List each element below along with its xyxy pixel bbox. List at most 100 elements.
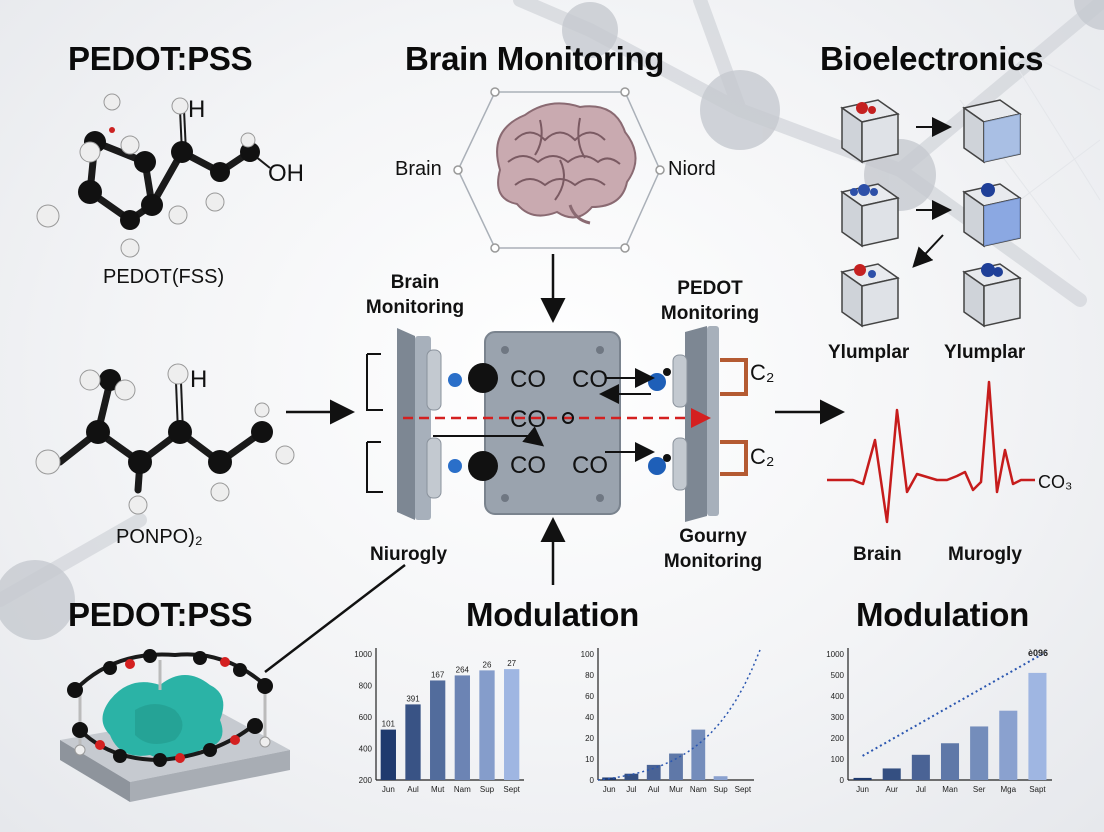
cube-bottom-left bbox=[841, 263, 899, 327]
y-tick-label: 100 bbox=[831, 755, 845, 764]
cube-mid-left bbox=[841, 183, 899, 247]
device-diagram bbox=[366, 326, 748, 522]
x-tick-label: Ser bbox=[973, 785, 986, 794]
trend-line bbox=[862, 651, 1047, 757]
signal-label-left: Brain bbox=[853, 544, 902, 565]
y-tick-label: 60 bbox=[585, 692, 594, 701]
connector-line-structure bbox=[264, 564, 406, 673]
x-tick-label: Aul bbox=[648, 785, 660, 794]
molecule-top-oh-label: OH bbox=[268, 160, 304, 187]
x-tick-label: Man bbox=[942, 785, 958, 794]
x-tick-label: Jun bbox=[603, 785, 616, 794]
title-brain-monitoring: Brain Monitoring bbox=[405, 40, 665, 77]
bar bbox=[882, 768, 901, 780]
y-tick-label: 800 bbox=[359, 682, 373, 691]
bar-data-label: 167 bbox=[431, 670, 445, 679]
bar bbox=[624, 773, 639, 780]
signal-co3-label: CO₃ bbox=[1038, 472, 1073, 492]
bar-data-label: 26 bbox=[483, 660, 492, 669]
bar bbox=[405, 704, 421, 780]
bar bbox=[691, 729, 706, 780]
bar bbox=[853, 777, 872, 780]
co-bottom-left: CO bbox=[510, 452, 546, 479]
y-tick-label: 1000 bbox=[354, 650, 372, 659]
brain-hexagon-frame bbox=[453, 87, 665, 253]
y-tick-label: 20 bbox=[585, 734, 594, 743]
molecule-top-caption: PEDOT(FSS) bbox=[103, 266, 225, 288]
bar bbox=[430, 680, 446, 780]
x-tick-label: Jul bbox=[916, 785, 926, 794]
device-bottom-right-label: Gourny Monitoring bbox=[648, 524, 778, 574]
co-center: CO bbox=[510, 406, 546, 433]
x-tick-label: Jun bbox=[856, 785, 869, 794]
y-tick-label: 200 bbox=[831, 734, 845, 743]
y-tick-label: 0 bbox=[590, 776, 595, 785]
device-left-label-line2: Monitoring bbox=[365, 297, 465, 318]
x-tick-label: Sept bbox=[735, 785, 752, 794]
bar bbox=[713, 776, 728, 780]
x-tick-label: Mga bbox=[1001, 785, 1017, 794]
pedot-molecule-middle bbox=[35, 363, 295, 515]
device-right-label-line1: PEDOT bbox=[677, 278, 743, 299]
x-tick-label: Sup bbox=[480, 785, 495, 794]
bar-data-label: 391 bbox=[406, 694, 420, 703]
device-bottom-right-line2: Monitoring bbox=[663, 551, 763, 572]
bar-data-label: 101 bbox=[382, 720, 396, 729]
brain-signal-waveform bbox=[827, 380, 1035, 524]
x-tick-label: Aur bbox=[885, 785, 898, 794]
brain-left-label: Brain bbox=[395, 158, 442, 180]
trend-line bbox=[597, 649, 761, 781]
device-left-label: Brain Monitoring bbox=[355, 270, 475, 320]
title-modulation-right: Modulation bbox=[856, 596, 1029, 633]
title-pedot-pss-top: PEDOT:PSS bbox=[68, 40, 253, 77]
bar-data-label: 264 bbox=[456, 665, 470, 674]
y-tick-label: 300 bbox=[831, 713, 845, 722]
bar bbox=[646, 764, 661, 780]
y-tick-label: 500 bbox=[831, 671, 845, 680]
y-tick-label: 200 bbox=[359, 776, 373, 785]
molecule-top-h-label: H bbox=[188, 96, 206, 123]
title-modulation-center: Modulation bbox=[466, 596, 639, 633]
molecule-middle-h-label: H bbox=[190, 366, 208, 393]
device-bottom-right-line1: Gourny bbox=[679, 526, 747, 547]
cube-top-right bbox=[963, 99, 1021, 163]
x-tick-label: Jul bbox=[626, 785, 636, 794]
cube-bottom-right bbox=[963, 263, 1021, 327]
x-tick-label: Jun bbox=[382, 785, 395, 794]
cube-mid-right bbox=[963, 183, 1021, 247]
x-tick-label: Mut bbox=[431, 785, 445, 794]
cube-label-right: Ylumplar bbox=[944, 342, 1026, 363]
bar bbox=[970, 726, 989, 780]
cube-label-left: Ylumplar bbox=[828, 342, 910, 363]
x-tick-label: Aul bbox=[407, 785, 419, 794]
y-tick-label: 80 bbox=[585, 671, 594, 680]
y-tick-label: 40 bbox=[585, 713, 594, 722]
bar bbox=[669, 753, 683, 780]
x-tick-label: Mur bbox=[669, 785, 683, 794]
bar bbox=[380, 729, 396, 780]
bar bbox=[504, 669, 520, 780]
y-tick-label: 600 bbox=[359, 713, 373, 722]
bar bbox=[999, 710, 1018, 780]
signal-label-right: Murogly bbox=[948, 544, 1022, 565]
device-right-label: PEDOT Monitoring bbox=[645, 276, 775, 326]
pedot-pss-3d-structure bbox=[60, 649, 290, 802]
x-tick-label: Sapt bbox=[1029, 785, 1046, 794]
bioelectronics-cubes bbox=[841, 99, 1021, 327]
bar bbox=[1028, 672, 1047, 780]
device-right-label-line2: Monitoring bbox=[660, 303, 760, 324]
bar bbox=[479, 670, 495, 780]
title-bioelectronics: Bioelectronics bbox=[820, 40, 1044, 77]
x-tick-label: Sept bbox=[503, 785, 520, 794]
co-top-right: CO bbox=[572, 366, 608, 393]
device-left-label-line1: Brain bbox=[390, 272, 440, 293]
y-tick-label: 400 bbox=[831, 692, 845, 701]
y-tick-label: 100 bbox=[581, 650, 595, 659]
x-tick-label: Nam bbox=[454, 785, 471, 794]
y-tick-label: 0 bbox=[840, 776, 845, 785]
bar bbox=[454, 675, 470, 780]
